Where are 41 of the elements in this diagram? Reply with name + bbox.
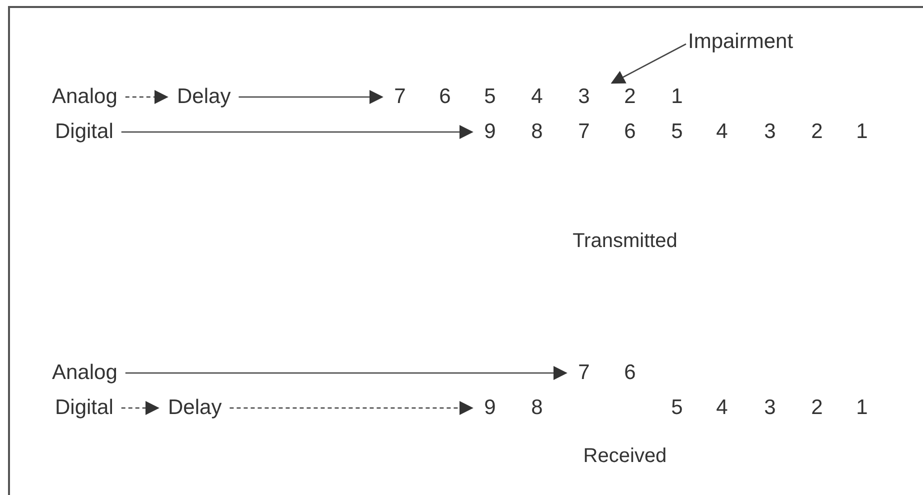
sequence-number: 8 [531,395,543,421]
arrow [121,125,474,139]
signal-label: Digital [55,395,114,421]
sequence-number: 3 [578,84,590,110]
sequence-number: 6 [439,84,451,110]
sequence-number: 4 [716,119,728,145]
sequence-number: 5 [484,84,496,110]
signal-label: Delay [177,84,231,110]
arrow [230,401,474,415]
row-caption: Received [583,444,667,469]
arrow [610,43,686,84]
sequence-number: 7 [578,119,590,145]
sequence-number: 7 [394,84,406,110]
sequence-number: 9 [484,119,496,145]
signal-label: Analog [52,84,118,110]
sequence-number: 5 [671,395,683,421]
sequence-number: 3 [764,395,776,421]
signal-label: Analog [52,360,118,386]
sequence-number: 6 [624,119,636,145]
arrow [121,401,160,415]
sequence-number: 8 [531,119,543,145]
sequence-number: 9 [484,395,496,421]
sequence-number: 1 [856,395,868,421]
sequence-number: 1 [671,84,683,110]
sequence-number: 2 [811,119,823,145]
sequence-number: 2 [811,395,823,421]
arrow [125,90,168,104]
sequence-number: 4 [716,395,728,421]
sequence-number: 1 [856,119,868,145]
signal-label: Delay [168,395,222,421]
arrow [238,90,384,104]
row-caption: Transmitted [572,229,678,254]
sequence-number: 4 [531,84,543,110]
sequence-number: 7 [578,360,590,386]
sequence-number: 6 [624,360,636,386]
signal-label: Impairment [688,29,794,55]
arrow [125,366,568,380]
signal-label: Digital [55,119,114,145]
sequence-number: 2 [624,84,636,110]
sequence-number: 5 [671,119,683,145]
sequence-number: 3 [764,119,776,145]
